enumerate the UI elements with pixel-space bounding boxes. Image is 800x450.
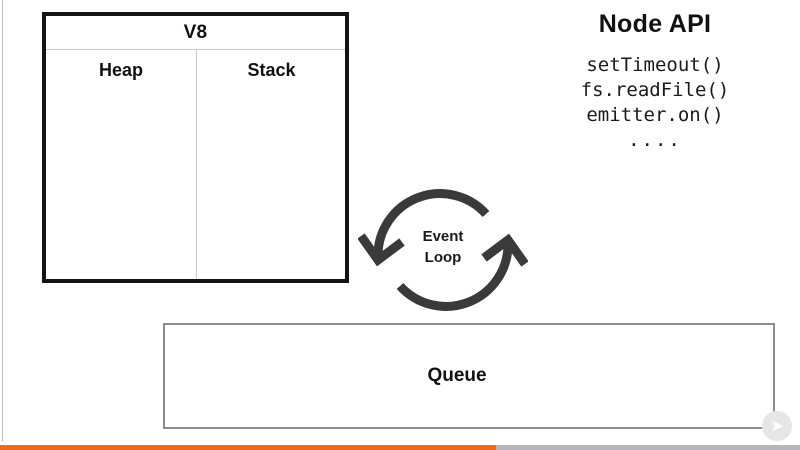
v8-stack-cell: Stack [197,50,346,279]
queue-box: Queue [163,323,775,429]
v8-box: V8 Heap Stack [42,12,349,283]
player-watermark-icon: ➤ [762,411,792,441]
watermark-glyph: ➤ [770,418,784,435]
node-api-item-settimeout: setTimeout() [586,54,724,76]
v8-stack-label: Stack [247,60,296,80]
queue-label: Queue [427,365,487,386]
node-api-item-ellipsis: .... [628,129,682,151]
node-api-block: Node API setTimeout() fs.readFile() emit… [545,10,765,153]
node-api-item-readfile: fs.readFile() [580,79,730,101]
arrow-down-into-queue-icon [358,233,405,267]
v8-body: Heap Stack [46,50,345,279]
slide-left-edge-rule [2,0,3,441]
video-progress-fill [0,445,496,450]
event-loop-graphic: Event Loop [358,174,528,326]
v8-heap-label: Heap [98,60,143,80]
event-loop-label: Event Loop [358,226,528,268]
node-api-title: Node API [598,10,712,38]
v8-title-row: V8 [46,16,345,50]
node-api-list: setTimeout() fs.readFile() emitter.on() … [545,53,765,153]
node-api-item-emitter-on: emitter.on() [586,104,724,126]
event-loop-upper-arc [373,189,490,257]
v8-heap-cell: Heap [46,50,197,279]
event-loop-label-line2: Loop [424,249,462,266]
arrow-up-from-queue-icon [481,233,528,267]
event-loop-lower-arc [396,243,513,311]
event-loop-label-line1: Event [422,228,464,245]
v8-title: V8 [183,21,208,43]
video-progress-bar[interactable] [0,445,800,450]
event-loop-arrows-icon [358,189,528,311]
